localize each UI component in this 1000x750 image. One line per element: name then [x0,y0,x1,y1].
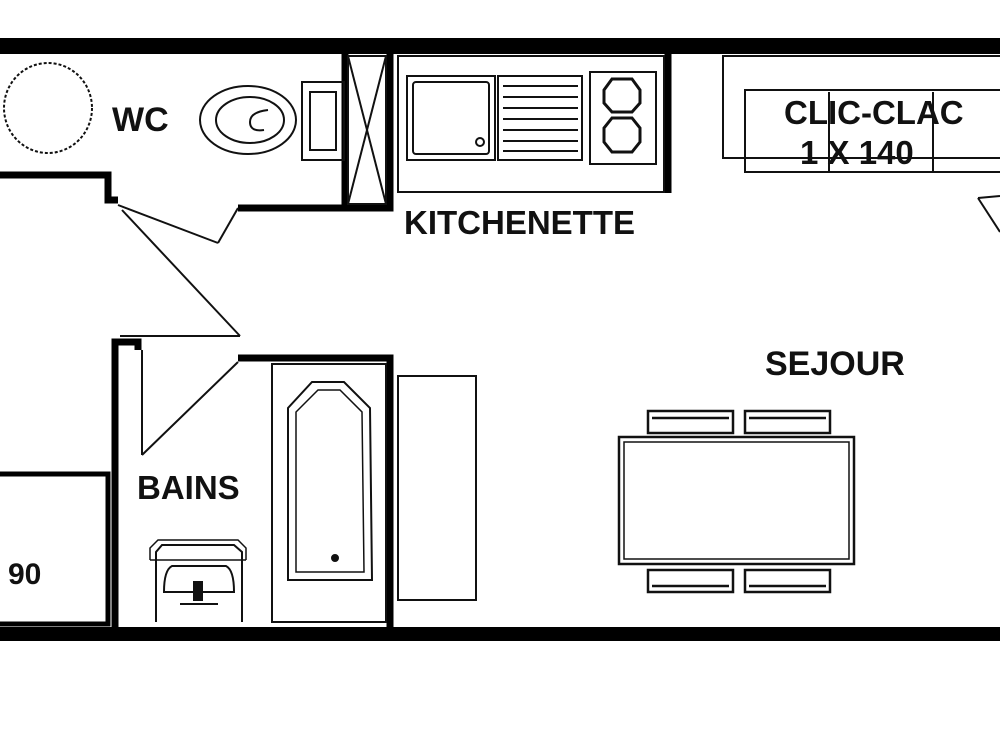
hall-door-arc [121,209,241,337]
bath-top-wall [111,338,142,628]
label-sofa-size: 1 X 140 [800,134,914,171]
wc-door [117,204,239,244]
bathtub [271,363,387,623]
wc-fixtures [3,62,345,161]
sink-drain [475,137,485,147]
dining-table [617,409,856,594]
wc-door-leaf [117,204,219,244]
toilet-bowl-inner [215,96,285,144]
label-wc: WC [112,101,169,139]
sofa-backrest [722,55,1000,159]
table-top [617,435,856,566]
bath-door [120,209,241,456]
label-clic-clac: CLIC-CLAC [784,94,964,131]
sink-drainer [497,75,583,161]
toilet-bowl [199,85,297,155]
sofa-bed [722,55,1000,173]
label-kitchenette: KITCHENETTE [404,204,635,241]
tub-drain [331,554,339,562]
label-sejour: SEJOUR [765,345,905,383]
outer-walls [0,38,1000,641]
bath-walls [111,338,394,628]
wc-bottom-wall [0,171,118,204]
bath-right-wall [238,354,394,628]
bath-door-arc [141,361,239,456]
cooktop [589,71,657,165]
wc-door-arc [217,207,239,244]
sofa-seat [744,89,1000,173]
toilet-tank [301,81,345,161]
wc-right-lower-wall [238,52,394,212]
storage-x-box [347,55,387,205]
toilet-seat-mark [248,109,269,132]
bunk-bed [0,471,111,627]
label-bunk-size: 90 [8,558,41,591]
chairs-top [646,409,832,435]
label-bains: BAINS [137,469,240,506]
sink-basin [406,75,496,161]
shower-circle [3,62,93,154]
washbasin [149,539,247,622]
kitchen-counter [397,55,665,193]
chairs-bottom [646,568,832,594]
storage-cabinet [397,375,477,601]
sejour-door [977,195,1000,233]
wc-walls [0,52,394,212]
